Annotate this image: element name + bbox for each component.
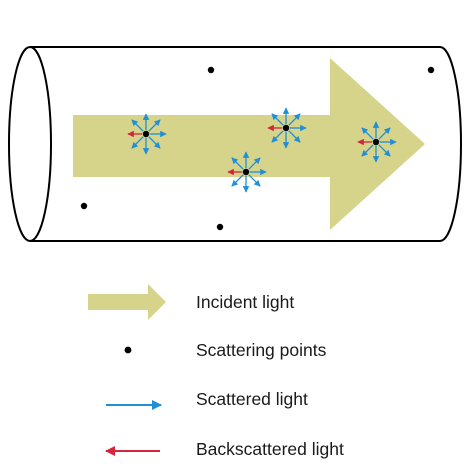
fiber-end-face xyxy=(8,46,52,242)
scattered-arrow xyxy=(271,130,284,143)
scattering-center xyxy=(227,151,267,193)
scattering-point xyxy=(242,168,250,176)
scattered-arrow xyxy=(148,136,161,149)
legend-incident-arrow-icon xyxy=(88,284,166,320)
scattered-arrow xyxy=(148,119,161,132)
scattering-point xyxy=(372,138,380,146)
scattering-point xyxy=(80,202,88,210)
legend: Incident light Scattering points Scatter… xyxy=(88,284,344,459)
legend-scattered-label: Scattered light xyxy=(196,389,308,409)
scattered-arrow xyxy=(248,157,261,170)
scattered-arrow xyxy=(288,113,301,126)
scattered-arrow xyxy=(231,157,244,170)
incident-light-arrow xyxy=(73,58,425,230)
scattering-point xyxy=(207,66,215,74)
scattered-arrow xyxy=(271,113,284,126)
scattering-point xyxy=(427,66,435,74)
scattering-center xyxy=(357,121,397,163)
legend-scattering-point-icon xyxy=(124,346,132,354)
scattering-point xyxy=(142,130,150,138)
scattering-center xyxy=(267,107,307,149)
legend-incident-label: Incident light xyxy=(196,292,294,312)
scattered-arrow xyxy=(231,174,244,187)
scattered-arrow xyxy=(361,144,374,157)
scattered-arrow xyxy=(131,119,144,132)
scattered-arrow xyxy=(378,144,391,157)
scattering-center xyxy=(127,113,167,155)
scattering-point xyxy=(282,124,290,132)
scattered-arrow xyxy=(288,130,301,143)
scattering-point xyxy=(216,223,224,231)
legend-scattering-label: Scattering points xyxy=(196,340,327,360)
scattered-arrow xyxy=(248,174,261,187)
scattered-arrow xyxy=(361,127,374,140)
legend-backscattered-label: Backscattered light xyxy=(196,439,344,459)
scattered-arrow xyxy=(131,136,144,149)
scattered-arrow xyxy=(378,127,391,140)
